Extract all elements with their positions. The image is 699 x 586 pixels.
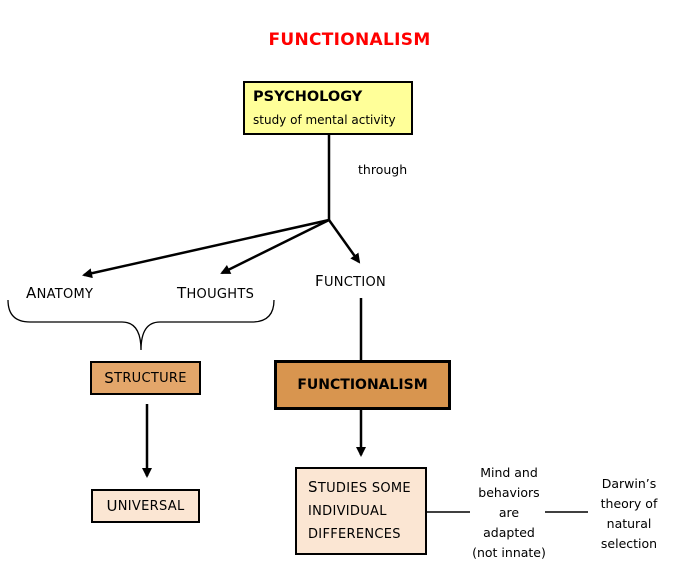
mind-note-line: (not innate) [472,545,546,560]
studies-line-3: DIFFERENCES [308,527,401,542]
diagram-title: FUNCTIONALISM [268,30,431,50]
psychology-box: PSYCHOLOGY study of mental activity [243,81,413,135]
thoughts-label: THOUGHTS [177,284,255,302]
darwin-note-line: Darwin’s [601,476,657,491]
studies-box: STUDIES SOME INDIVIDUAL DIFFERENCES [295,467,427,555]
darwin-note: Darwin’s theory of natural selection [589,474,669,554]
mind-note-line: Mind and [480,465,538,480]
studies-line-1: STUDIES SOME [308,478,411,496]
mind-note-line: adapted [483,525,535,540]
mind-behaviors-note: Mind and behaviors are adapted (not inna… [470,463,548,563]
darwin-note-line: selection [600,536,658,551]
arrow-to-anatomy [82,218,330,279]
psychology-subtitle: study of mental activity [253,113,396,127]
darwin-note-line: theory of [600,496,658,511]
arrow-to-thoughts [220,218,330,275]
mind-note-line: are [498,505,520,520]
through-label: through [358,162,408,177]
studies-line-2: INDIVIDUAL [308,504,387,519]
mind-note-line: behaviors [478,485,540,500]
darwin-note-line: natural [606,516,652,531]
anatomy-label: ANATOMY [26,284,94,302]
functionalism-box: FUNCTIONALISM [274,360,451,410]
function-label: FUNCTION [315,272,387,290]
arrow-to-function [327,219,361,264]
psychology-title: PSYCHOLOGY [253,89,363,105]
curly-brace [7,299,275,351]
